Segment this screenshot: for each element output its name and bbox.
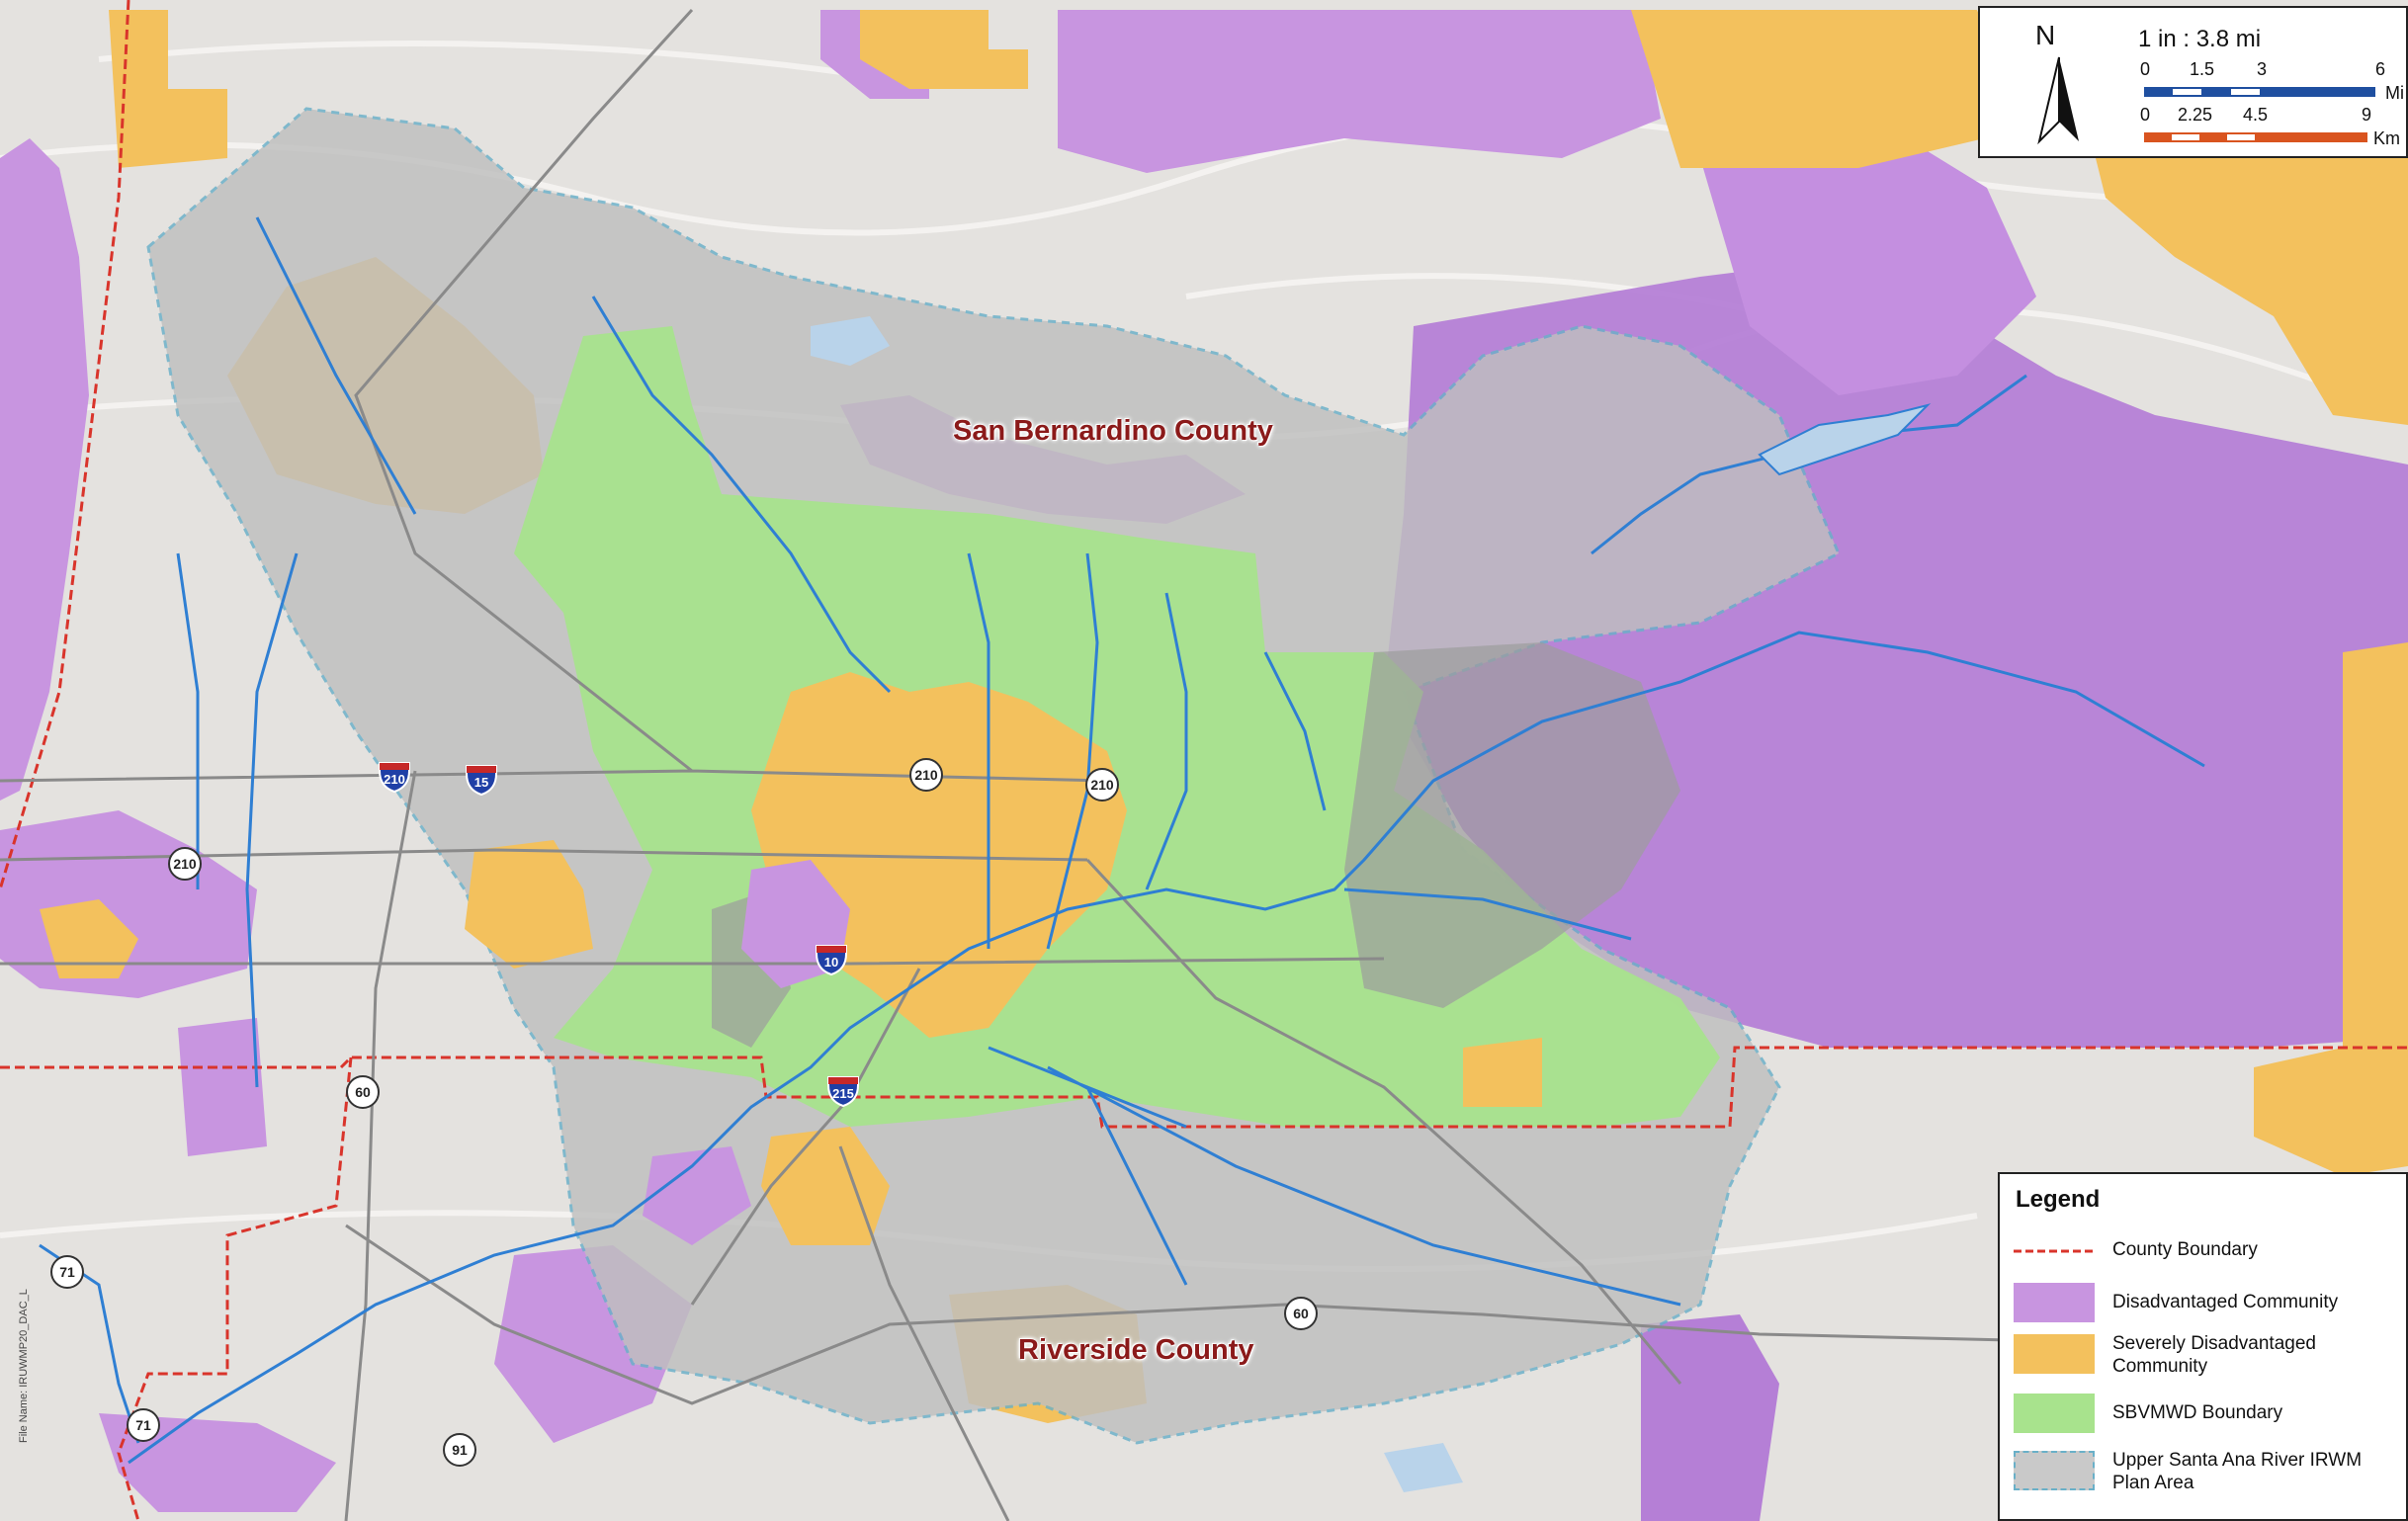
sdac-area-top — [860, 10, 1028, 89]
disadvantaged-swatch — [2014, 1283, 2095, 1322]
county-boundary-swatch — [2014, 1249, 2095, 1253]
dac-south-central — [643, 1146, 751, 1245]
interstate-shield-10: 10 — [815, 944, 848, 975]
route-shield-60: 60 — [346, 1075, 380, 1109]
route-shield-210: 210 — [1085, 768, 1119, 802]
legend-label: Severely Disadvantaged Community — [2112, 1333, 2316, 1377]
interstate-shield-icon — [379, 762, 410, 793]
miles-scale-bar — [2144, 87, 2375, 97]
interstate-shield-icon — [466, 765, 497, 796]
plan-area-swatch — [2014, 1451, 2095, 1490]
sbvmwd-swatch — [2014, 1394, 2095, 1433]
lake-riverside — [1384, 1443, 1463, 1492]
legend-label: County Boundary — [2112, 1239, 2258, 1260]
riverside-county-label: Riverside County — [1018, 1334, 1254, 1366]
dac-area-west — [0, 138, 89, 801]
interstate-shield-210: 210 — [378, 761, 411, 793]
legend-item-disadvantaged: Disadvantaged Community — [2014, 1277, 2399, 1326]
legend-item-county-boundary: County Boundary — [2014, 1225, 2399, 1275]
miles-tick: 0 — [2140, 59, 2151, 79]
route-shield-71: 71 — [50, 1255, 84, 1289]
miles-tick: 1.5 — [2190, 59, 2215, 79]
km-scale-bar — [2144, 132, 2367, 142]
north-arrow-icon — [2037, 56, 2079, 145]
interstate-shield-215: 215 — [826, 1075, 860, 1107]
file-name-label: File Name: IRUWMP20_DAC_L — [18, 1289, 30, 1443]
legend-panel: Legend County Boundary Disadvantaged Com… — [1998, 1172, 2408, 1521]
dac-area-north — [1058, 10, 1661, 173]
legend-item-sbvmwd: SBVMWD Boundary — [2014, 1388, 2399, 1437]
dac-area-southwest — [99, 1413, 336, 1512]
severely-disadvantaged-swatch — [2014, 1334, 2095, 1374]
interstate-shield-15: 15 — [465, 764, 498, 796]
legend-title: Legend — [2016, 1186, 2101, 1213]
lake-arrowhead — [811, 316, 890, 366]
dac-area-riverside-east — [1641, 1314, 1779, 1521]
plan-area-pocket-east — [1344, 642, 1680, 1008]
dac-area-northeast — [1700, 109, 2036, 395]
lake-big-bear — [1758, 403, 1932, 476]
route-shield-71: 71 — [127, 1408, 160, 1442]
legend-label: SBVMWD Boundary — [2112, 1402, 2283, 1423]
legend-label: Upper Santa Ana River IRWM Plan Area — [2112, 1450, 2363, 1493]
sdac-area-east-strip — [2086, 119, 2408, 425]
scale-panel: N 1 in : 3.8 mi 0 1.5 3 6 Mi 0 2.25 4.5 … — [1978, 6, 2408, 158]
sdac-area-northwest-corner — [109, 10, 227, 168]
scale-ratio: 1 in : 3.8 mi — [2138, 26, 2262, 52]
interstate-shield-icon — [816, 945, 847, 975]
miles-unit: Mi — [2385, 83, 2404, 103]
km-unit: Km — [2373, 128, 2400, 148]
legend-item-severely-disadvantaged: Severely Disadvantaged Community — [2014, 1328, 2399, 1378]
miles-tick: 3 — [2257, 59, 2268, 79]
miles-tick: 6 — [2375, 59, 2386, 79]
km-tick: 4.5 — [2243, 105, 2269, 125]
route-shield-91: 91 — [443, 1433, 476, 1467]
sdac-west-blocks — [465, 840, 593, 969]
route-shield-210: 210 — [168, 847, 202, 881]
km-tick: 9 — [2362, 105, 2372, 125]
route-shield-60: 60 — [1284, 1297, 1318, 1330]
sdac-area-far-east — [2254, 642, 2408, 1176]
sdac-area-northeast — [1631, 10, 2026, 168]
dac-south-blocks — [178, 1018, 267, 1156]
sdac-south-central-2 — [1463, 1038, 1542, 1107]
legend-item-plan-area: Upper Santa Ana River IRWM Plan Area — [2014, 1445, 2399, 1494]
san-bernardino-county-label: San Bernardino County — [953, 415, 1273, 447]
legend-label: Disadvantaged Community — [2112, 1292, 2339, 1312]
route-shield-210: 210 — [909, 758, 943, 792]
km-tick: 0 — [2140, 105, 2151, 125]
sdac-west-blocks-2 — [40, 899, 138, 978]
interstate-shield-icon — [827, 1076, 859, 1107]
sdac-south-central — [761, 1127, 890, 1245]
km-tick: 2.25 — [2178, 105, 2213, 125]
north-letter: N — [2035, 20, 2056, 50]
